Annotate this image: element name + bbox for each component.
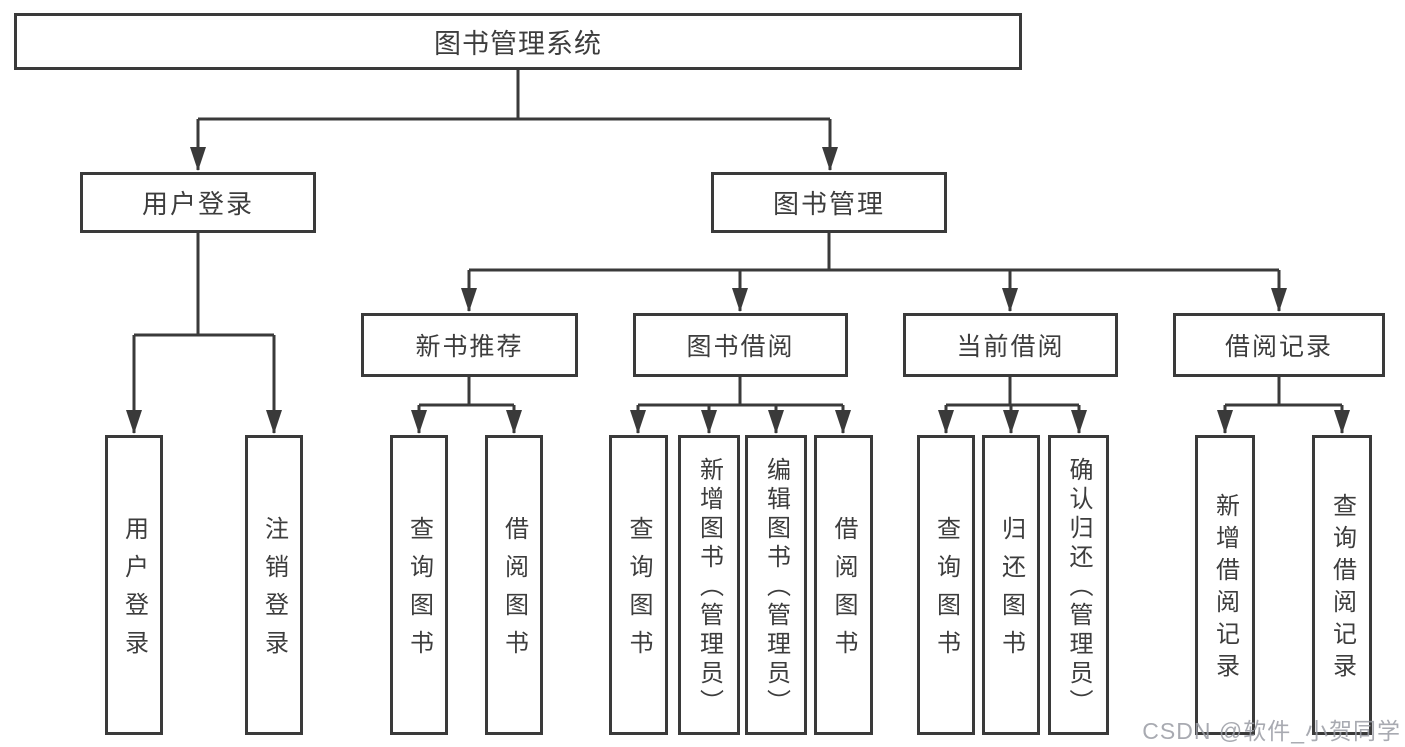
node-root: 图书管理系统 (14, 13, 1022, 70)
leaf-logout-label: 注销登录 (260, 516, 288, 668)
leaf-query-books-recommend-label: 查询图书 (405, 516, 433, 668)
node-borrow-records: 借阅记录 (1173, 313, 1385, 377)
node-current-borrowing: 当前借阅 (903, 313, 1118, 377)
leaf-return-books-label: 归还图书 (997, 516, 1025, 668)
leaf-query-books-current-label: 查询图书 (932, 516, 960, 668)
leaf-add-borrow-record: 新增借阅记录 (1195, 435, 1255, 735)
csdn-watermark: CSDN @软件_小贺同学 (1142, 718, 1401, 744)
node-new-book-recommend: 新书推荐 (361, 313, 578, 377)
leaf-query-books-borrow: 查询图书 (609, 435, 668, 735)
node-book-management: 图书管理 (711, 172, 947, 233)
leaf-edit-book-admin: 编辑图书（管理员） (745, 435, 807, 735)
leaf-query-borrow-record: 查询借阅记录 (1312, 435, 1372, 735)
leaf-add-book-admin: 新增图书（管理员） (678, 435, 740, 735)
leaf-query-books-current: 查询图书 (917, 435, 975, 735)
leaf-query-borrow-record-label: 查询借阅记录 (1328, 493, 1356, 685)
leaf-add-borrow-record-label: 新增借阅记录 (1211, 493, 1239, 685)
leaf-logout: 注销登录 (245, 435, 303, 735)
leaf-user-login-label: 用户登录 (120, 516, 148, 668)
leaf-query-books-borrow-label: 查询图书 (625, 516, 652, 668)
node-book-borrowing: 图书借阅 (633, 313, 848, 377)
leaf-confirm-return-admin: 确认归还（管理员） (1048, 435, 1109, 735)
leaf-user-login: 用户登录 (105, 435, 163, 735)
leaf-confirm-return-admin-label: 确认归还（管理员） (1065, 457, 1092, 718)
leaf-add-book-admin-label: 新增图书（管理员） (695, 457, 723, 718)
node-user-login: 用户登录 (80, 172, 316, 233)
leaf-borrow-books-borrow-label: 借阅图书 (830, 516, 857, 668)
leaf-borrow-books-borrow: 借阅图书 (814, 435, 873, 735)
leaf-edit-book-admin-label: 编辑图书（管理员） (762, 457, 790, 718)
leaf-query-books-recommend: 查询图书 (390, 435, 448, 735)
leaf-borrow-books-recommend: 借阅图书 (485, 435, 543, 735)
leaf-borrow-books-recommend-label: 借阅图书 (500, 516, 528, 668)
leaf-return-books: 归还图书 (982, 435, 1040, 735)
